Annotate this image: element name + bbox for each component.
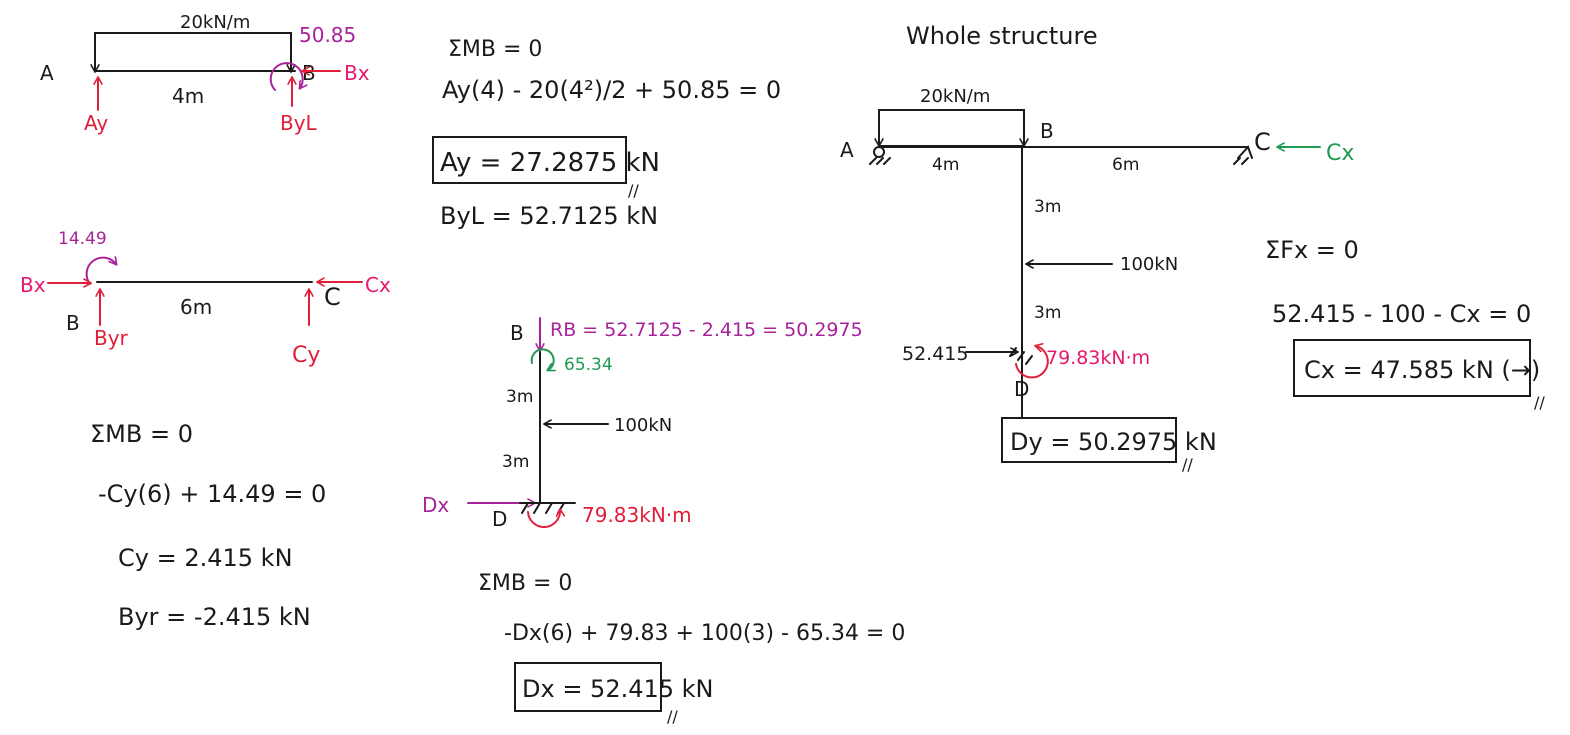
point-load-label: 100kN	[1120, 254, 1178, 275]
moment-top-arrow	[530, 348, 554, 370]
equations-ab: ΣMB = 0 Ay(4) - 20(4²)/2 + 50.85 = 0 Ay …	[432, 37, 781, 230]
support-hatch-d	[1009, 347, 1033, 365]
udl-label: 20kN/m	[180, 12, 250, 33]
ay-label: Ay	[84, 111, 108, 135]
check-mark: //	[1534, 393, 1545, 412]
result-box	[514, 662, 662, 712]
span-label: 4m	[172, 84, 204, 108]
equation-line-2: Cy = 2.415 kN	[118, 544, 293, 572]
moment-bottom-label: 79.83kN·m	[582, 503, 692, 527]
label-b: B	[510, 321, 524, 345]
label-b: B	[66, 311, 80, 335]
moment-arrow	[85, 258, 116, 285]
pin-support-a	[873, 146, 885, 158]
label-d: D	[1014, 377, 1029, 401]
result-ay: Ay = 27.2875 kN	[440, 148, 660, 178]
udl-block	[878, 109, 1025, 147]
byl-label: ByL	[280, 111, 318, 135]
bx-label: Bx	[20, 273, 46, 297]
seg-2-label: 3m	[502, 452, 529, 472]
equation-line-3: Byr = -2.415 kN	[118, 603, 311, 631]
cy-label: Cy	[292, 343, 320, 368]
check-mark: //	[667, 707, 678, 726]
seg-2-label: 3m	[1034, 303, 1061, 323]
check-mark: //	[1182, 455, 1193, 474]
bx-label: Bx	[344, 61, 370, 85]
rb-label: RB = 52.7125 - 2.415 = 50.2975	[550, 319, 863, 341]
equation-line-1: Ay(4) - 20(4²)/2 + 50.85 = 0	[442, 76, 781, 104]
sum-moment: ΣMB = 0	[448, 37, 542, 62]
moment-arrow	[269, 62, 303, 91]
equations-bd: ΣMB = 0 -Dx(6) + 79.83 + 100(3) - 65.34 …	[478, 571, 905, 726]
sum-moment: ΣMB = 0	[478, 571, 572, 596]
byr-label: Byr	[94, 326, 129, 350]
moment-top-label: 65.34	[564, 355, 613, 375]
cx-label: Cx	[1326, 141, 1354, 166]
dx-label: Dx	[422, 493, 449, 517]
equations-bc: ΣMB = 0 -Cy(6) + 14.49 = 0 Cy = 2.415 kN…	[90, 420, 326, 631]
seg-1-label: 3m	[1034, 197, 1061, 217]
result-box	[432, 136, 627, 184]
result-dx: Dx = 52.415 kN	[522, 675, 714, 703]
equation-line-2: ByL = 52.7125 kN	[440, 202, 658, 230]
label-b: B	[1040, 119, 1054, 143]
label-a: A	[840, 138, 854, 162]
moment-d-label: 79.83kN·m	[1046, 347, 1150, 369]
cx-label: Cx	[365, 273, 391, 297]
sum-force: ΣFx = 0	[1265, 236, 1359, 264]
fbd-beam-ab: 20kN/m A B 4m 50.85 Ay ByL Bx	[40, 12, 370, 135]
moment-d-arrow	[1015, 346, 1049, 379]
result-box	[1293, 339, 1531, 397]
moment-label: 50.85	[299, 23, 356, 47]
sum-moment: ΣMB = 0	[90, 420, 193, 448]
udl-label: 20kN/m	[920, 86, 990, 107]
equation-line-1: -Dx(6) + 79.83 + 100(3) - 65.34 = 0	[504, 621, 905, 646]
span-ab-label: 4m	[932, 155, 959, 175]
support-hatch-a	[869, 157, 891, 165]
moment-bottom-arrow	[527, 510, 560, 528]
equation-line-1: -Cy(6) + 14.49 = 0	[98, 480, 326, 508]
result-cx: Cx = 47.585 kN (→)	[1304, 356, 1540, 384]
label-d: D	[492, 507, 507, 531]
moment-label: 14.49	[58, 229, 107, 249]
equation-line-1: 52.415 - 100 - Cx = 0	[1272, 300, 1531, 328]
label-b: B	[302, 61, 316, 85]
result-dy: Dy = 50.2975 kN	[1010, 428, 1217, 456]
seg-1-label: 3m	[506, 387, 533, 407]
whole-structure: Whole structure 20kN/m A B 4m 6m C Cx 3m…	[840, 22, 1354, 474]
load-label: 100kN	[614, 415, 672, 436]
result-box	[1001, 417, 1177, 463]
fbd-column-bd: B RB = 52.7125 - 2.415 = 50.2975 65.34 3…	[422, 317, 863, 531]
roller-support-c	[1233, 145, 1253, 165]
dx-value-label: 52.415	[902, 343, 968, 365]
label-a: A	[40, 61, 54, 85]
label-c: C	[324, 283, 341, 311]
span-bc-label: 6m	[1112, 155, 1139, 175]
label-c: C	[1254, 128, 1271, 156]
support-hatch	[521, 502, 565, 514]
udl-block	[94, 32, 292, 72]
whole-title: Whole structure	[906, 22, 1098, 50]
equations-whole: ΣFx = 0 52.415 - 100 - Cx = 0 Cx = 47.58…	[1265, 236, 1545, 412]
fbd-beam-bc: 14.49 Bx Cx B C 6m Byr Cy	[20, 229, 391, 368]
check-mark: //	[628, 181, 639, 200]
span-label: 6m	[180, 295, 212, 319]
